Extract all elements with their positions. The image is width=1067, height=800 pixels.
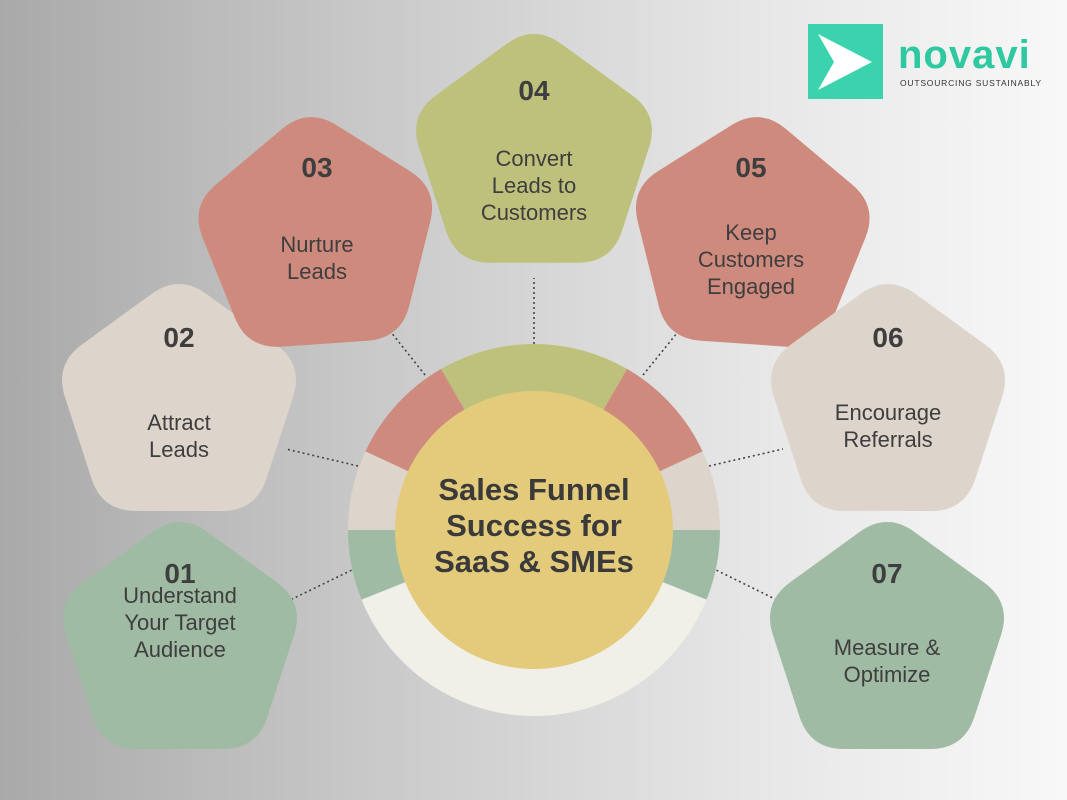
step-number-03: 03	[301, 152, 332, 183]
ring-segment-05	[599, 368, 703, 476]
step-label-02-line-2: Leads	[149, 437, 209, 462]
step-number-06: 06	[872, 322, 903, 353]
brand-tagline: OUTSOURCING SUSTAINABLY	[900, 78, 1042, 88]
step-label-03-line-2: Leads	[287, 259, 347, 284]
step-pentagon-06	[770, 284, 1006, 511]
step-pentagon-07	[769, 522, 1005, 749]
step-number-05: 05	[735, 152, 766, 183]
step-label-05-line-2: Customers	[698, 247, 804, 272]
step-label-01-line-3: Audience	[134, 637, 226, 662]
connector-line-01	[285, 567, 357, 603]
ring-segment-bottom	[361, 578, 707, 716]
logo-arrow-icon	[818, 34, 872, 90]
step-number-04: 04	[518, 75, 550, 106]
ring-segment-03	[365, 368, 469, 476]
step-label-07-line-2: Optimize	[844, 662, 931, 687]
step-pentagon-01	[62, 522, 298, 749]
center-circle	[395, 391, 673, 669]
step-label-02-line-1: Attract	[147, 410, 211, 435]
step-pentagon-05	[635, 117, 870, 347]
step-label-07-line-1: Measure &	[834, 635, 941, 660]
center-title-line-3: SaaS & SMEs	[434, 544, 634, 579]
center-hub: Sales Funnel Success for SaaS & SMEs	[395, 391, 673, 669]
step-label-04-line-3: Customers	[481, 200, 587, 225]
connector-line-02	[285, 448, 359, 467]
step-label-01-line-2: Your Target	[124, 610, 235, 635]
center-title-line-1: Sales Funnel	[438, 472, 629, 507]
step-label-01-line-1: Understand	[123, 583, 237, 608]
step-label-03-line-1: Nurture	[280, 232, 353, 257]
brand-name: novavi	[898, 33, 1031, 77]
center-title-line-2: Success for	[446, 508, 622, 543]
step-number-07: 07	[871, 558, 902, 589]
center-ring	[348, 343, 720, 716]
step-label-05-line-3: Engaged	[707, 274, 795, 299]
step-pentagon-04	[416, 34, 652, 263]
step-pentagon-02	[61, 284, 297, 511]
step-label-04-line-2: Leads to	[492, 173, 576, 198]
connector-line-07	[711, 567, 782, 603]
brand-logo: novavi OUTSOURCING SUSTAINABLY	[808, 24, 1042, 99]
step-label-05-line-1: Keep	[725, 220, 776, 245]
step-number-02: 02	[163, 322, 194, 353]
step-number-01: 01	[164, 558, 195, 589]
step-label-06-line-2: Referrals	[843, 427, 932, 452]
step-pentagon-03	[198, 117, 433, 347]
step-label-04-line-1: Convert	[495, 146, 572, 171]
step-label-06-line-1: Encourage	[835, 400, 941, 425]
connector-line-06	[708, 448, 784, 467]
